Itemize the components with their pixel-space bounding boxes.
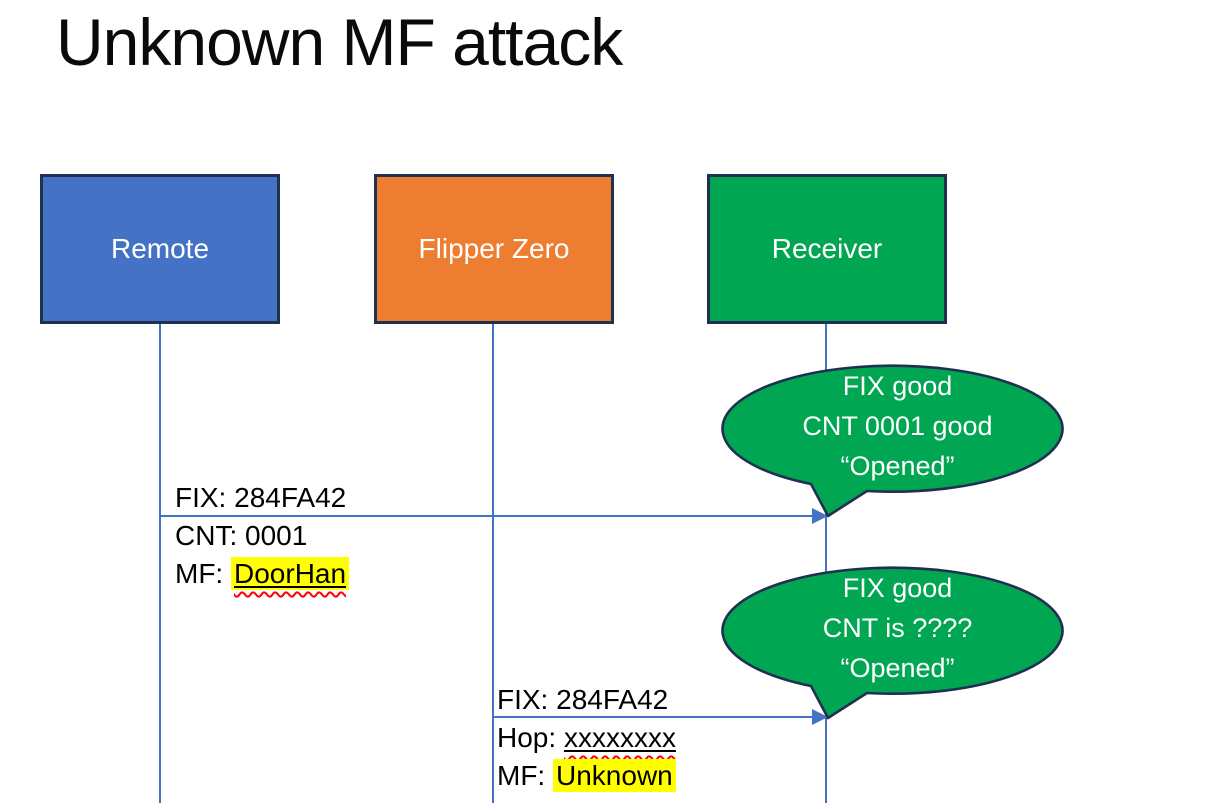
message2-label: FIX: 284FA42 Hop: xxxxxxxx MF: Unknown bbox=[497, 681, 676, 795]
underlined-word-hopcode: xxxxxxxx bbox=[563, 722, 676, 753]
message2-line3: MF: Unknown bbox=[497, 757, 676, 795]
callout2-line2: CNT is ???? bbox=[822, 613, 973, 643]
callout1-line2: CNT 0001 good bbox=[802, 411, 993, 441]
message2-arrow-line bbox=[494, 716, 814, 718]
lifeline-receiver bbox=[825, 324, 827, 803]
receiver-callout-2: FIX good CNT is ???? “Opened” bbox=[715, 558, 1080, 722]
message1-arrowhead-icon bbox=[812, 508, 828, 524]
page-title: Unknown MF attack bbox=[56, 5, 623, 79]
message2-line1: FIX: 284FA42 bbox=[497, 684, 669, 715]
speech-bubble-icon bbox=[721, 364, 1064, 518]
actor-label-receiver: Receiver bbox=[771, 233, 883, 264]
actor-label-remote: Remote bbox=[110, 233, 210, 264]
actor-label-flipper-zero: Flipper Zero bbox=[418, 233, 570, 264]
callout2-line3: “Opened” bbox=[840, 653, 955, 683]
message1-arrow-line bbox=[161, 515, 814, 517]
callout1-line3: “Opened” bbox=[840, 451, 955, 481]
callout1-line1: FIX good bbox=[842, 371, 953, 401]
lifeline-remote bbox=[159, 324, 161, 803]
message1-line3: MF: DoorHan bbox=[175, 555, 350, 593]
lifeline-flipper-zero bbox=[492, 324, 494, 803]
highlighted-word-unknown: Unknown bbox=[553, 759, 676, 792]
actor-box-remote: Remote bbox=[40, 174, 280, 324]
callout2-line1: FIX good bbox=[842, 573, 953, 603]
speech-bubble-icon bbox=[721, 566, 1064, 720]
receiver-callout-1-text: FIX good CNT 0001 good “Opened” bbox=[715, 366, 1080, 486]
message1-line2: CNT: 0001 bbox=[175, 520, 308, 551]
actor-box-receiver: Receiver bbox=[707, 174, 947, 324]
actor-box-flipper-zero: Flipper Zero bbox=[374, 174, 614, 324]
highlighted-word-doorhan: DoorHan bbox=[231, 557, 350, 590]
receiver-callout-2-text: FIX good CNT is ???? “Opened” bbox=[715, 568, 1080, 688]
receiver-callout-1: FIX good CNT 0001 good “Opened” bbox=[715, 356, 1080, 520]
message1-label: FIX: 284FA42 CNT: 0001 MF: DoorHan bbox=[175, 479, 350, 593]
message1-line1: FIX: 284FA42 bbox=[175, 482, 347, 513]
message2-line2: Hop: xxxxxxxx bbox=[497, 722, 676, 753]
